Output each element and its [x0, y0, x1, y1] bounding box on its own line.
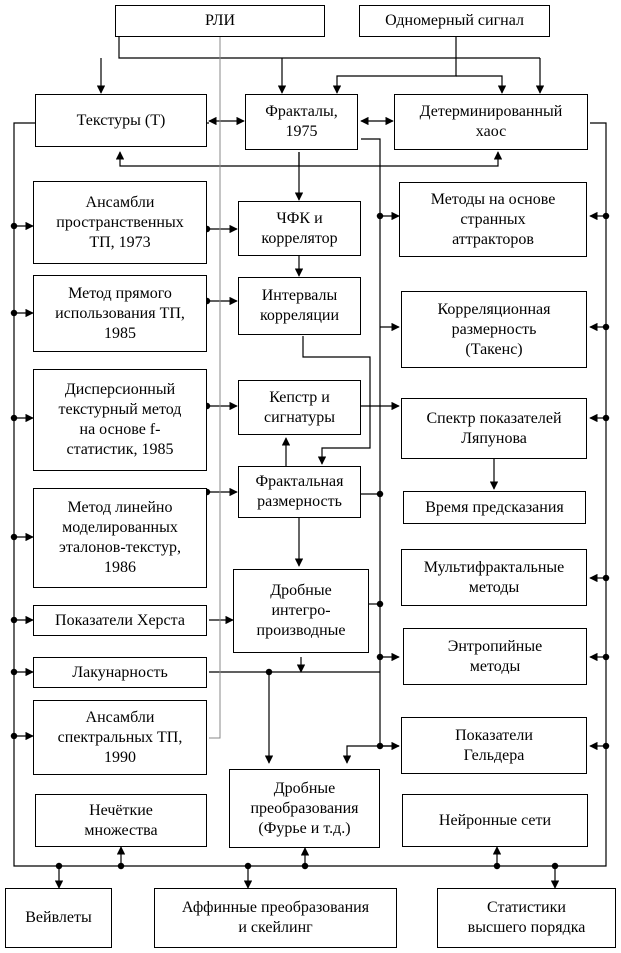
- node-spectral-ensembles: Ансамбли спектральных ТП, 1990: [33, 700, 207, 775]
- node-direct-method: Метод прямого использования ТП, 1985: [33, 275, 207, 352]
- node-fractal-dim: Фрактальная размерность: [238, 466, 361, 518]
- node-hurst: Показатели Херста: [33, 605, 207, 636]
- node-lyapunov: Спектр показателей Ляпунова: [401, 398, 587, 459]
- node-fractional-integro: Дробные интегро- производные: [233, 569, 369, 653]
- node-signal-1d: Одномерный сигнал: [359, 5, 550, 37]
- node-affine: Аффинные преобразования и скейлинг: [154, 888, 397, 948]
- node-wavelets: Вейвлеты: [5, 888, 112, 948]
- node-entropy: Энтропийные методы: [403, 628, 587, 685]
- node-rli: РЛИ: [115, 5, 325, 37]
- node-fuzzy-sets: Нечёткие множества: [35, 794, 207, 847]
- node-chfk: ЧФК и коррелятор: [238, 201, 361, 256]
- node-holder: Показатели Гельдера: [401, 717, 587, 774]
- node-prediction-time: Время предсказания: [403, 491, 586, 524]
- node-chaos: Детерминированный хаос: [394, 94, 588, 150]
- node-linear-method: Метод линейно моделированных эталонов-те…: [33, 488, 207, 588]
- node-higher-stats: Статистики высшего порядка: [437, 888, 616, 948]
- node-fractals: Фракталы, 1975: [245, 94, 358, 150]
- node-corr-dimension: Корреляционная размерность (Такенс): [401, 291, 587, 368]
- node-corr-intervals: Интервалы корреляции: [238, 277, 361, 335]
- node-strange-attractors: Методы на основе странных аттракторов: [399, 182, 587, 257]
- node-textures: Текстуры (Т): [35, 94, 207, 147]
- node-cepstrum: Кепстр и сигнатуры: [238, 380, 361, 435]
- node-neural-nets: Нейронные сети: [402, 794, 588, 847]
- node-multifractal: Мультифрактальные методы: [401, 549, 587, 606]
- node-spatial-ensembles: Ансамбли пространственных ТП, 1973: [33, 181, 207, 264]
- node-dispersion-method: Дисперсионный текстурный метод на основе…: [33, 369, 207, 471]
- node-lacunarity: Лакунарность: [33, 657, 207, 688]
- node-fractional-transforms: Дробные преобразования (Фурье и т.д.): [229, 769, 380, 848]
